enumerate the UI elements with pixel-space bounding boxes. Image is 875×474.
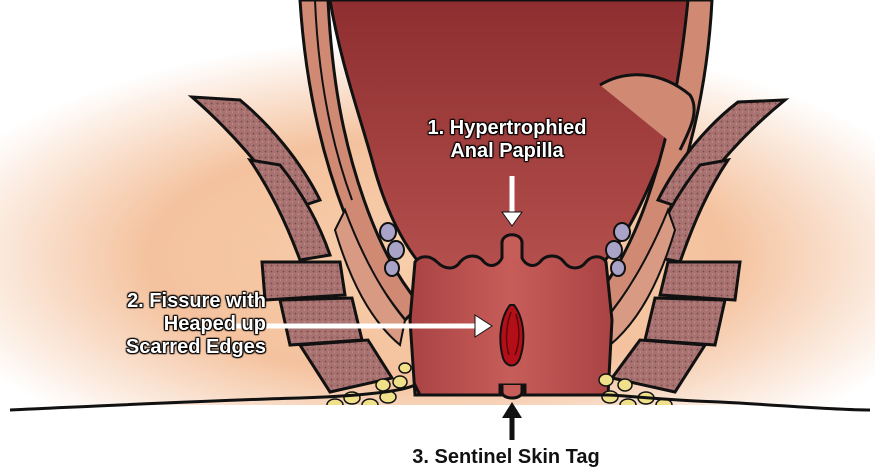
label-fissure-line2: Heaped up xyxy=(14,313,266,336)
label-fissure-line3: Scarred Edges xyxy=(14,336,266,359)
label-hypertrophied-papilla: 1. Hypertrophied Anal Papilla xyxy=(372,117,642,163)
label-sentinel-skin-tag: 3. Sentinel Skin Tag xyxy=(356,446,656,469)
fissure xyxy=(500,305,523,366)
label-fissure: 2. Fissure with Heaped up Scarred Edges xyxy=(14,290,266,359)
sentinel-skin-tag xyxy=(502,385,522,398)
label-fissure-line1: 2. Fissure with xyxy=(14,290,266,313)
hypertrophied-papilla xyxy=(502,235,522,258)
label-papilla-line1: 1. Hypertrophied xyxy=(372,117,642,140)
label-papilla-line2: Anal Papilla xyxy=(372,140,642,163)
